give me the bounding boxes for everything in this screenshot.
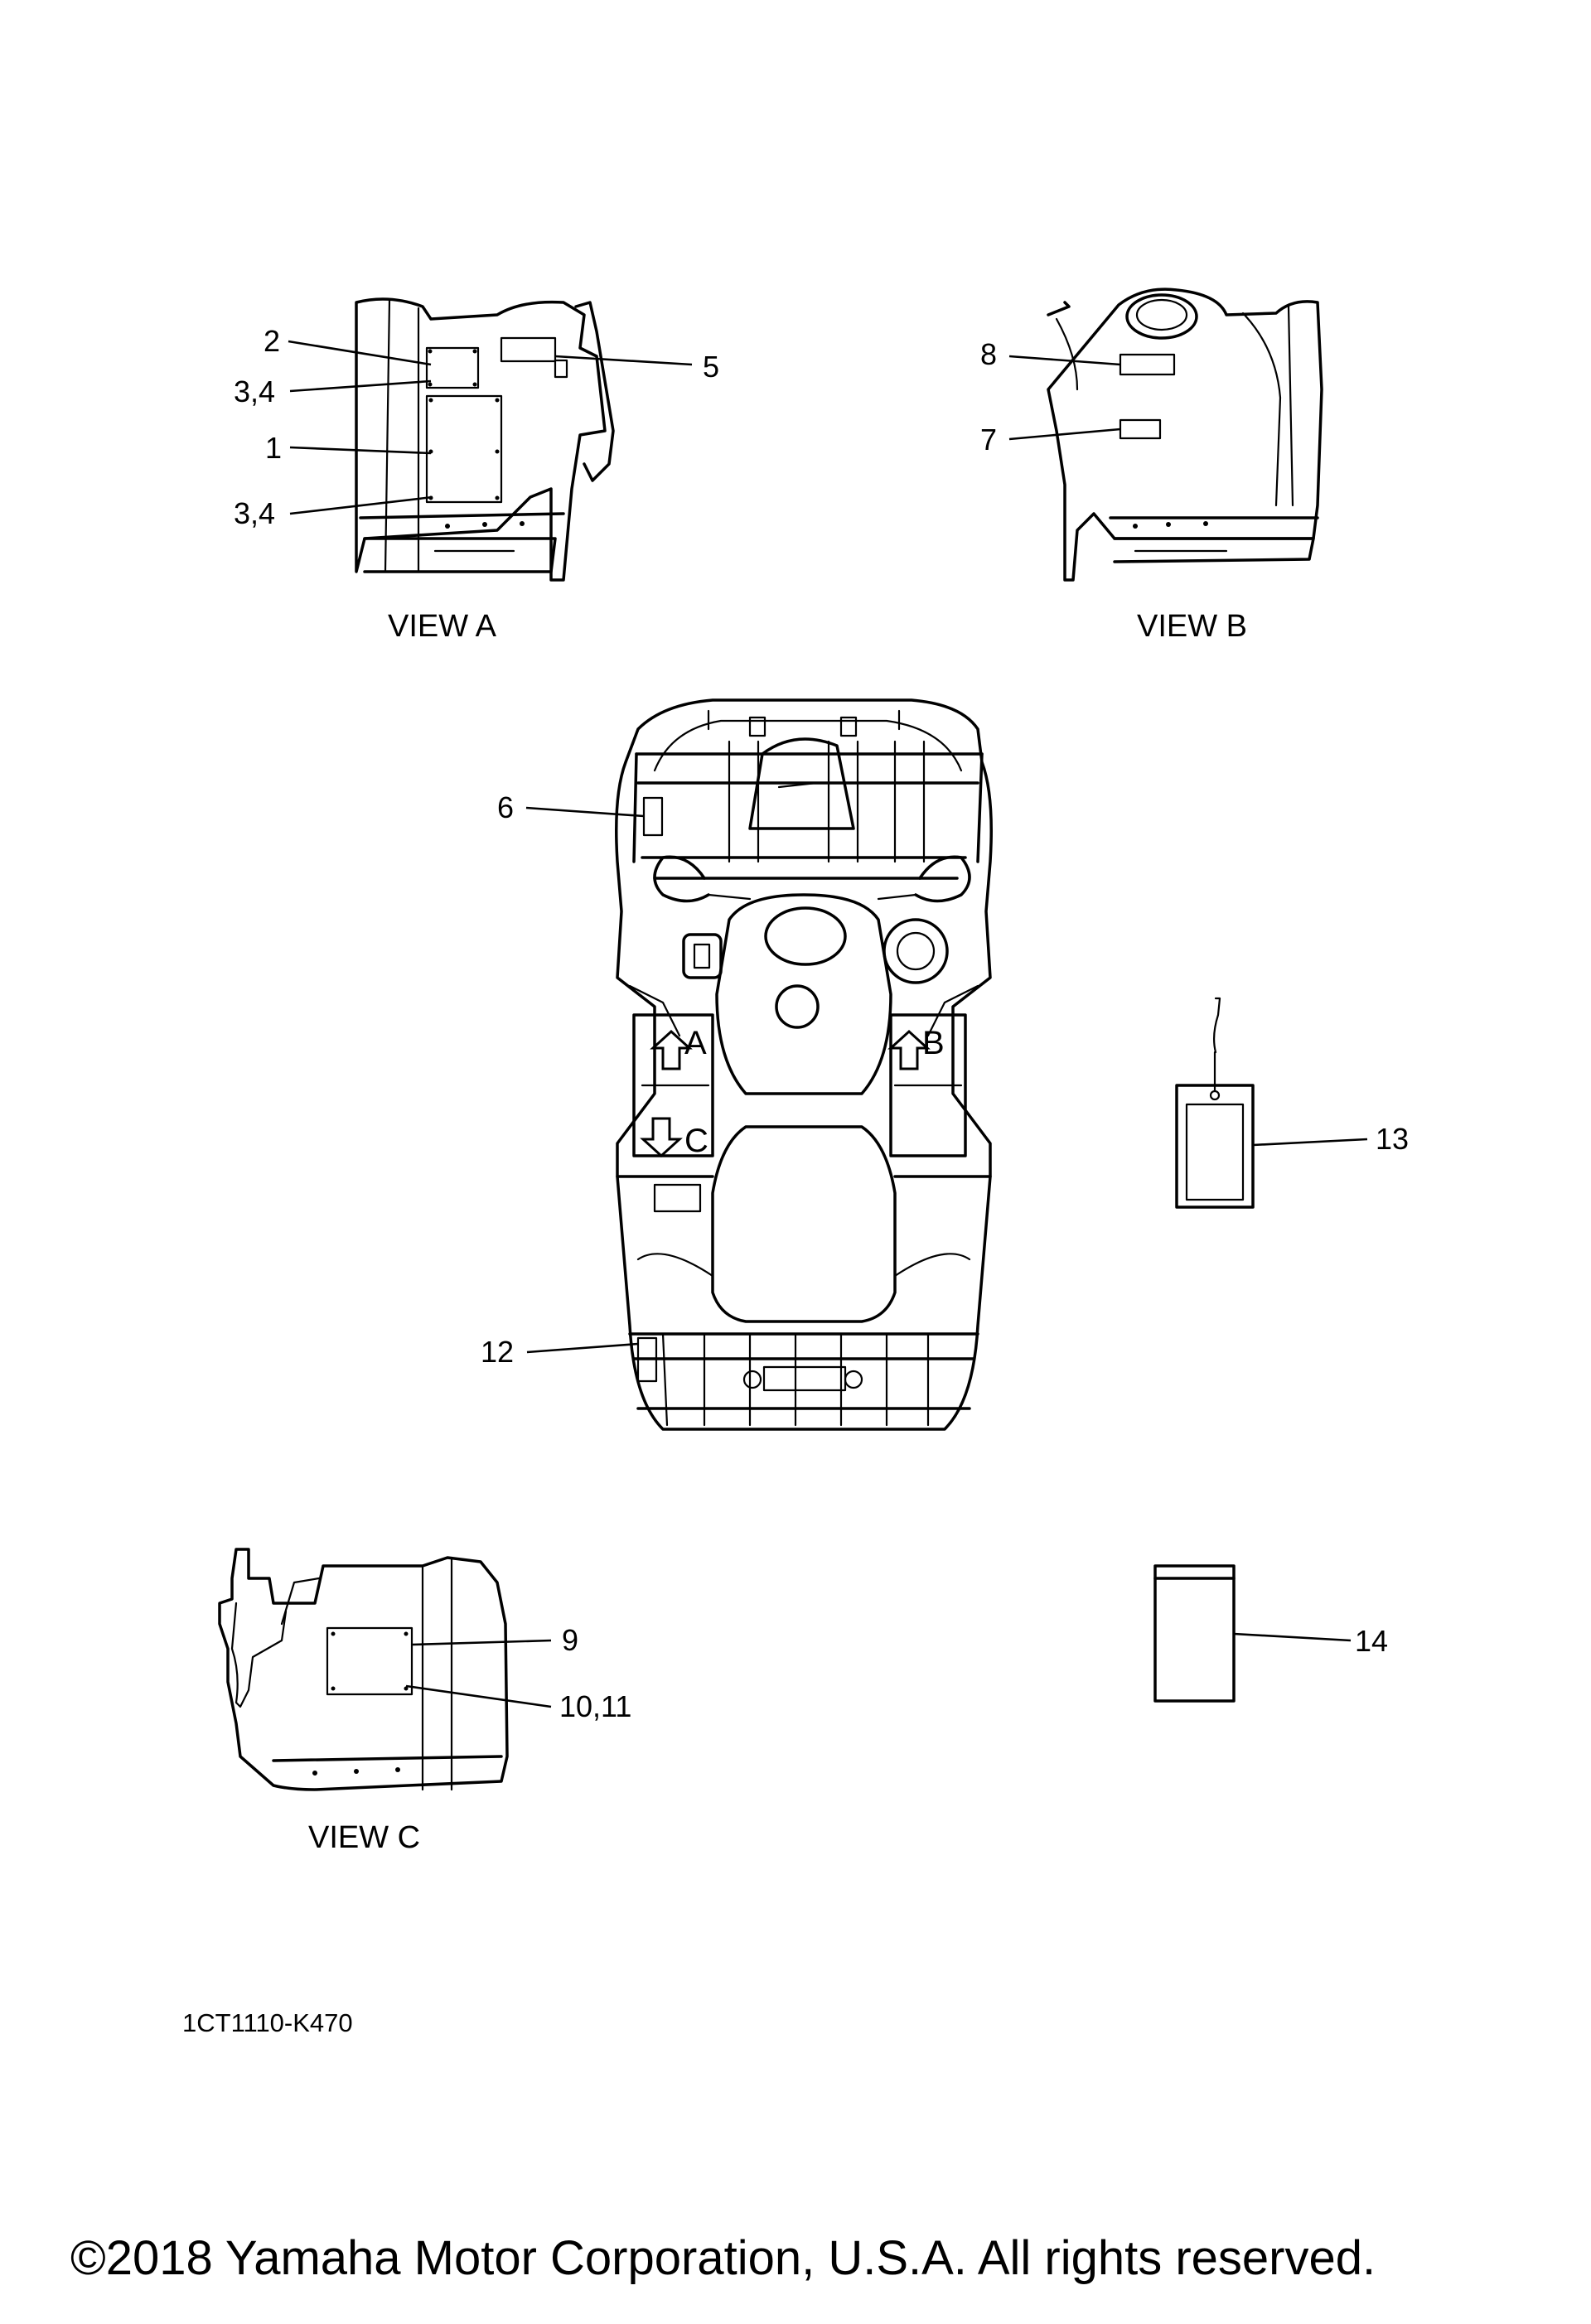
leader-13 xyxy=(1252,1138,1368,1147)
part-code: 1CT1110-K470 xyxy=(182,2008,353,2037)
callout-2: 2 xyxy=(264,324,280,358)
view-c-leaders xyxy=(405,1639,552,1708)
item-14-bag xyxy=(1153,1564,1236,1703)
callout-3-4-bottom: 3,4 xyxy=(234,496,275,530)
view-b-leaders xyxy=(1008,355,1121,441)
view-b-title: VIEW B xyxy=(1137,609,1247,644)
callout-14: 14 xyxy=(1355,1624,1388,1658)
leader-14 xyxy=(1233,1632,1352,1642)
callout-5: 5 xyxy=(703,350,719,384)
callout-12: 12 xyxy=(481,1335,514,1369)
arrow-label-b: B xyxy=(922,1025,945,1061)
callout-9: 9 xyxy=(562,1623,578,1657)
item-13-hang-tag xyxy=(1175,997,1255,1209)
copyright-text: ©2018 Yamaha Motor Corporation, U.S.A. A… xyxy=(70,2231,1376,2285)
view-a-leaders xyxy=(288,340,693,515)
arrow-label-c: C xyxy=(684,1123,708,1159)
view-a-title: VIEW A xyxy=(388,609,497,644)
callout-6: 6 xyxy=(497,790,514,824)
callout-8: 8 xyxy=(980,337,997,371)
atv-top-view-drawing xyxy=(615,698,993,1431)
callout-7: 7 xyxy=(980,423,997,457)
callout-13: 13 xyxy=(1376,1122,1409,1156)
view-a-drawing xyxy=(355,297,615,582)
callout-10-11: 10,11 xyxy=(559,1689,631,1723)
arrow-label-a: A xyxy=(684,1025,707,1061)
view-b-drawing xyxy=(1047,287,1323,582)
view-c-drawing xyxy=(218,1548,509,1791)
callout-1: 1 xyxy=(265,431,282,465)
main-view-leaders xyxy=(525,806,645,1354)
callout-3-4-top: 3,4 xyxy=(234,374,275,408)
view-c-title: VIEW C xyxy=(308,1820,420,1855)
